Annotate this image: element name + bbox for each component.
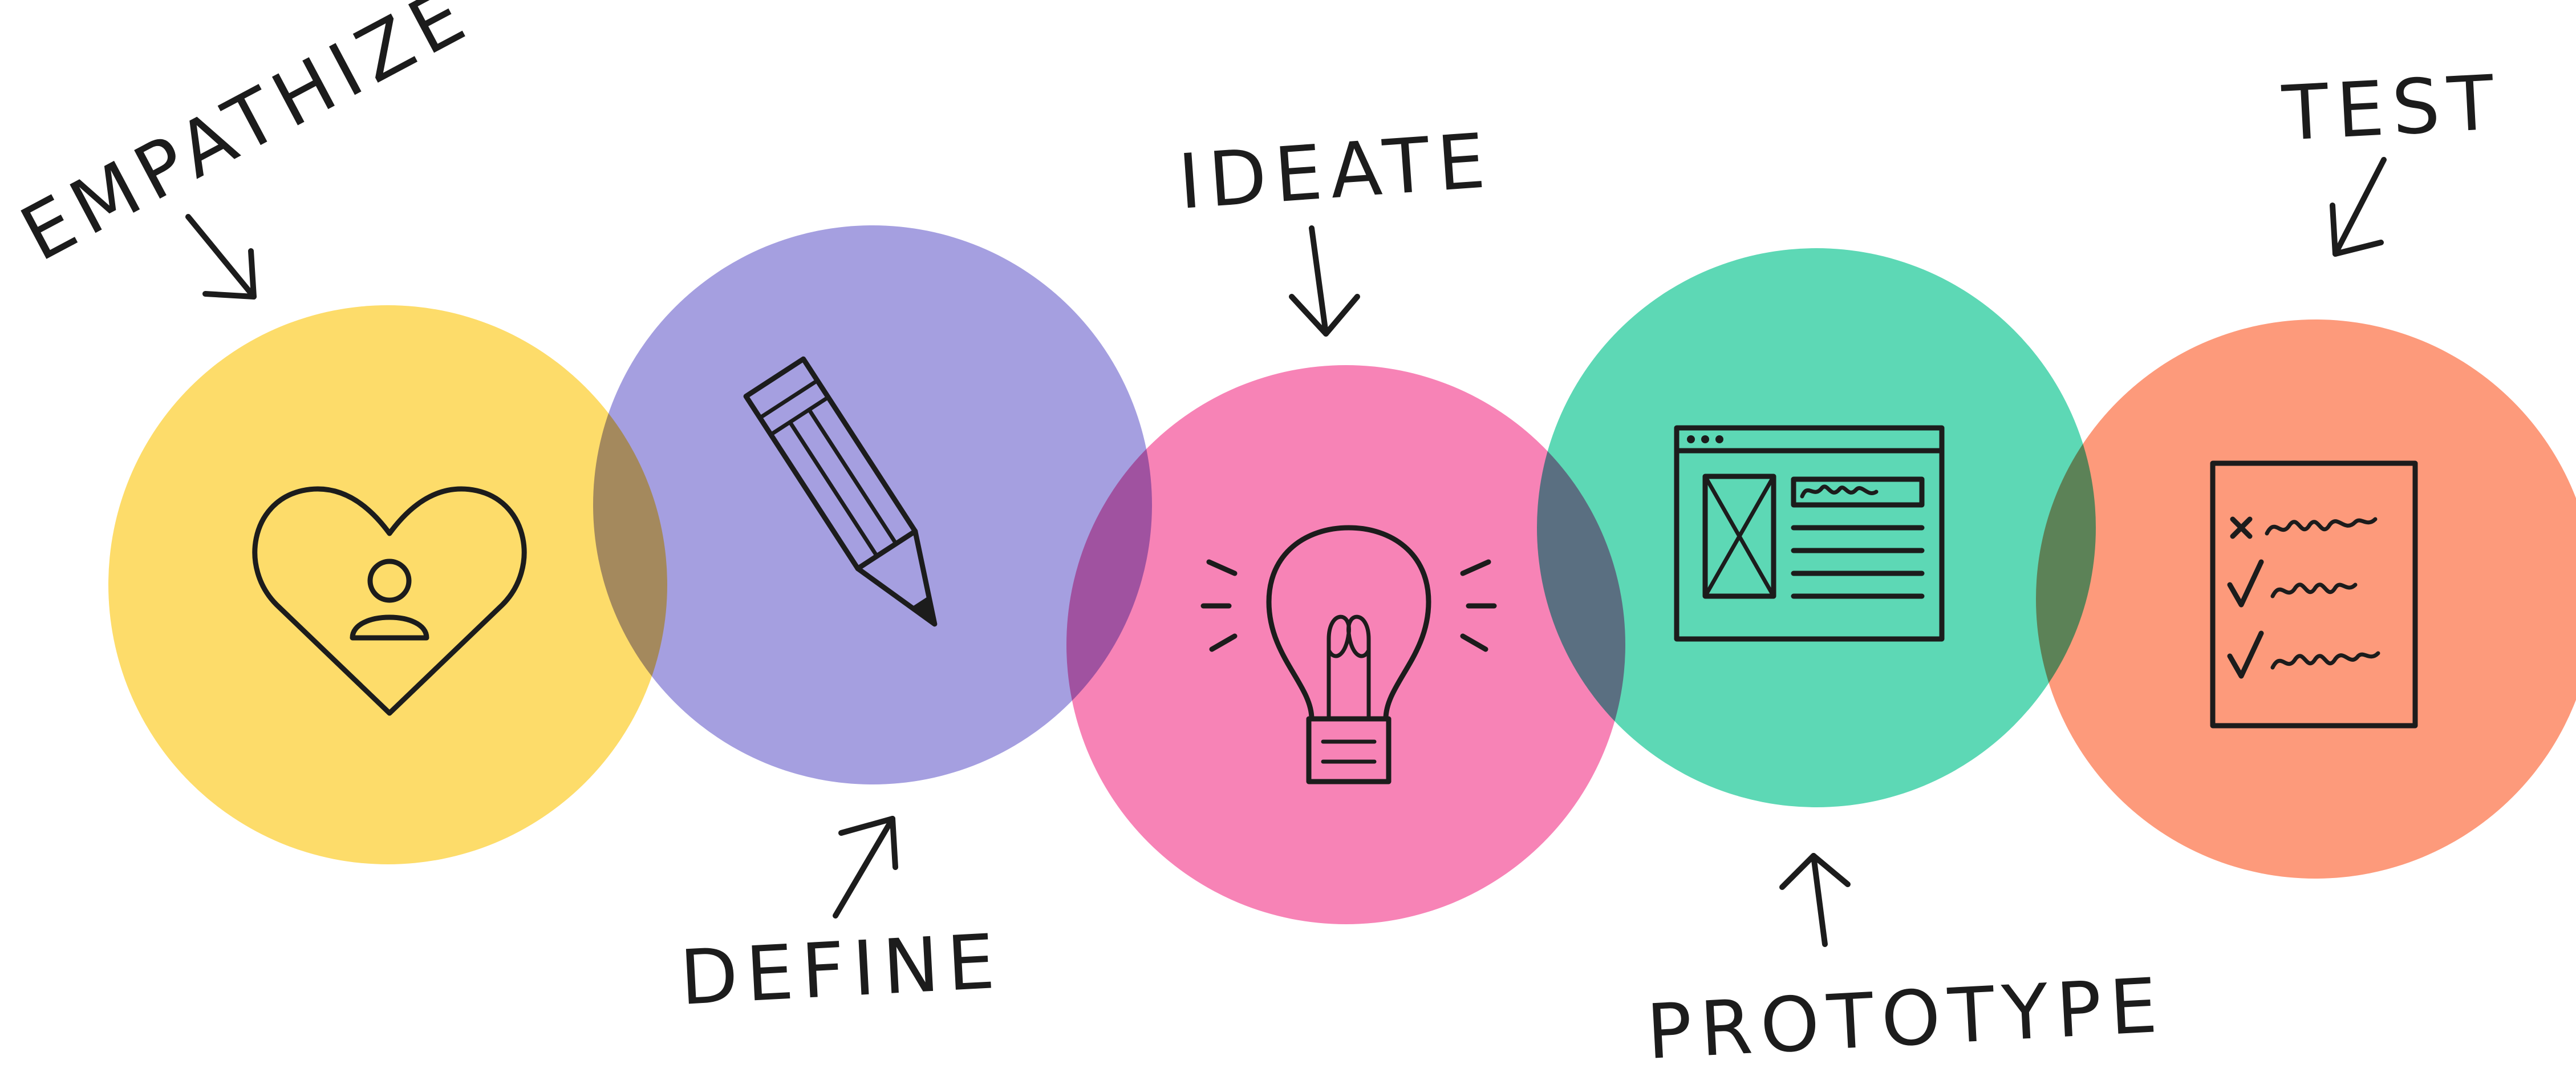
ideate-label: IDEATE [1175, 117, 1495, 226]
empathize-arrow [185, 214, 257, 300]
define-arrow [833, 816, 898, 919]
empathize-circle [108, 305, 667, 864]
pencil-icon [743, 356, 938, 627]
test-arrow [2330, 157, 2387, 257]
wireframe-icon [1674, 425, 1945, 642]
prototype-label: PROTOTYPE [1645, 962, 2168, 1068]
test-circle [2036, 319, 2576, 879]
heart-person-icon [252, 486, 527, 716]
stage-circles [108, 225, 2576, 924]
prototype-arrow [1779, 853, 1851, 947]
define-label: DEFINE [678, 918, 1005, 1022]
checklist-icon [2210, 460, 2418, 729]
test-label: TEST [2280, 59, 2504, 158]
ideate-arrow [1289, 225, 1360, 337]
lightbulb-icon [1200, 525, 1497, 784]
empathize-label: EMPATHIZE [7, 0, 485, 278]
